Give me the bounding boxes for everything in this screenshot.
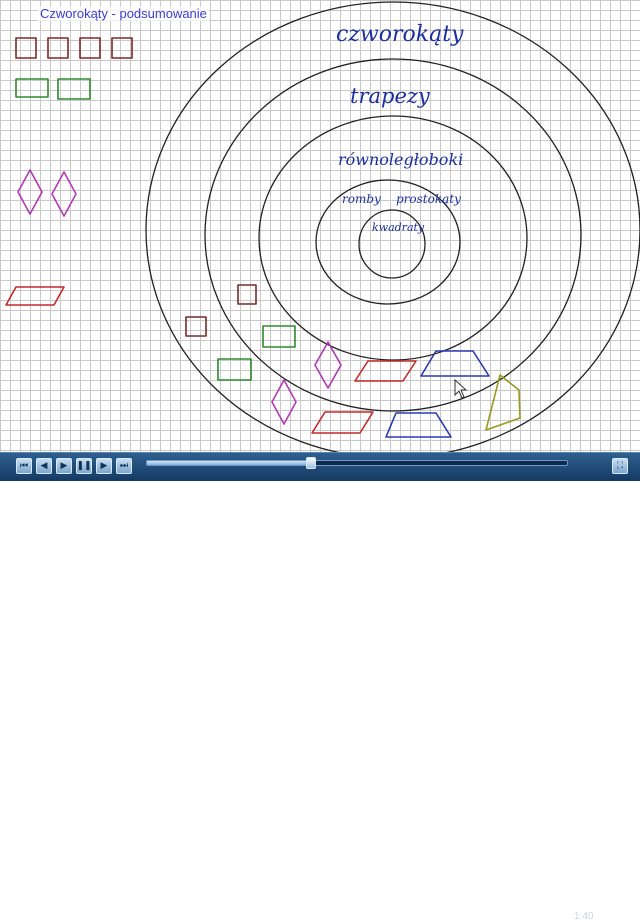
ring-rownolegloboki (258, 115, 528, 361)
parallelogram-shape (311, 411, 374, 434)
seek-progress (147, 461, 311, 465)
fullscreen-icon: ⛶ (616, 461, 624, 471)
rhombus-shape (271, 379, 297, 425)
parallelogram-shape (5, 286, 65, 306)
ring-romby-prostokaty (315, 179, 461, 305)
label-trapezy: trapezy (350, 84, 430, 108)
page-title: Czworokąty - podsumowanie (38, 6, 209, 21)
seek-bar[interactable] (146, 457, 568, 469)
mouse-cursor-icon (454, 378, 468, 399)
trapezoid-shape (385, 412, 452, 438)
rectangle-shape (15, 78, 49, 98)
square-shape (47, 37, 69, 59)
rhombus-shape (17, 169, 43, 215)
rewind-button[interactable]: ⏮ (16, 458, 32, 474)
rectangle-shape (57, 78, 91, 100)
play-button[interactable]: ▶ (56, 458, 72, 474)
parallelogram-shape (354, 360, 417, 382)
step-back-icon: ◀ (40, 461, 48, 471)
step-back-button[interactable]: ◀ (36, 458, 52, 474)
pause-button[interactable]: ❚❚ (76, 458, 92, 474)
pause-icon: ❚❚ (76, 461, 92, 471)
player-controls: ⏮ ◀ ▶ ❚❚ ▶ ⏭ 1:40 ⛶ (0, 452, 640, 922)
rectangle-shape (217, 358, 252, 381)
ring-kwadraty (358, 209, 426, 279)
square-shape (79, 37, 101, 59)
square-shape (185, 316, 207, 337)
rectangle-shape (262, 325, 296, 348)
trapezoid-shape (420, 350, 490, 377)
step-forward-button[interactable]: ▶ (96, 458, 112, 474)
rhombus-shape (51, 171, 77, 217)
rhombus-shape (314, 341, 342, 389)
square-shape (237, 284, 257, 305)
quadrilateral-shape (485, 374, 521, 431)
diagram-canvas (5, 1, 640, 452)
play-icon: ▶ (60, 461, 68, 471)
whiteboard: Czworokąty - podsumowanie czworokąty tra… (0, 0, 640, 452)
fullscreen-button[interactable]: ⛶ (612, 458, 628, 474)
label-prostokaty: prostokąty (396, 192, 461, 206)
label-czworokaty: czworokąty (336, 22, 464, 47)
square-shape (15, 37, 37, 59)
seek-thumb[interactable] (305, 457, 316, 469)
label-romby: romby (342, 192, 381, 206)
rewind-icon: ⏮ (19, 461, 29, 471)
forward-icon: ⏭ (119, 461, 129, 471)
step-forward-icon: ▶ (100, 461, 108, 471)
ring-czworokaty (145, 1, 640, 452)
ring-trapezy (204, 58, 582, 412)
square-shape (111, 37, 133, 59)
label-kwadraty: kwadraty (372, 221, 425, 234)
label-rownolegloboki: równoległoboki (338, 150, 464, 169)
time-label: 1:40 (574, 911, 594, 922)
forward-button[interactable]: ⏭ (116, 458, 132, 474)
